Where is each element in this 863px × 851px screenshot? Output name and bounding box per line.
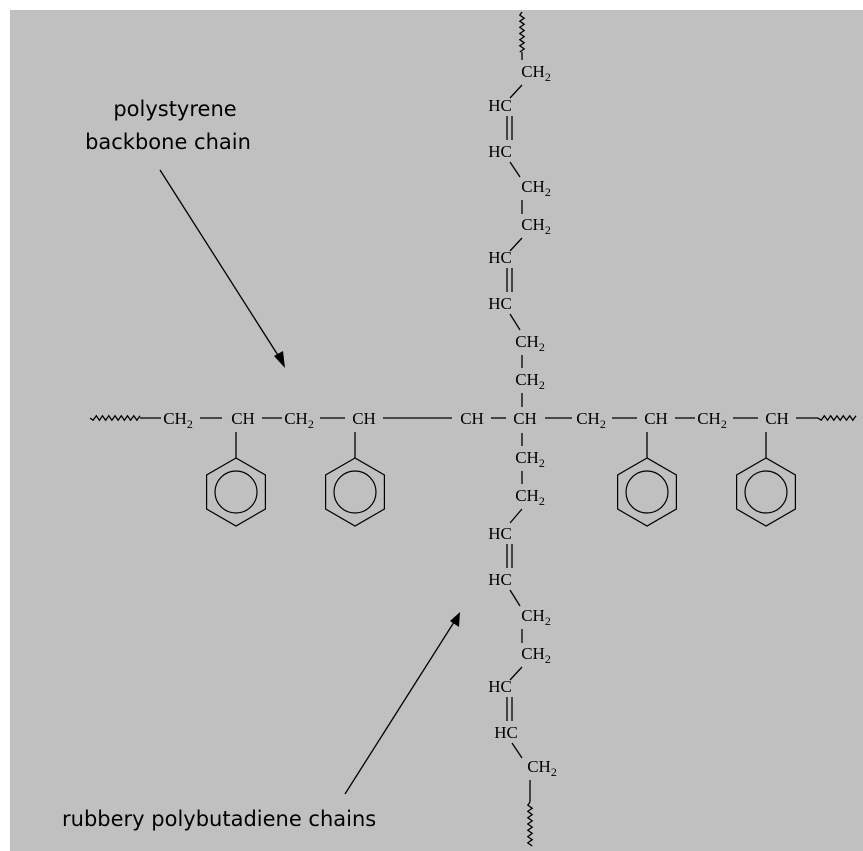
lower-ch2-5: CH2 [527, 757, 557, 779]
backbone-arrow [159, 169, 285, 368]
chain-bond [509, 508, 523, 524]
subscript-two: 2 [539, 456, 545, 470]
lower-ch2-4: CH2 [521, 644, 551, 666]
upper-ch2-1: CH2 [521, 62, 551, 84]
subscript-two: 2 [545, 223, 551, 237]
backbone-ch2-1: CH2 [163, 409, 193, 431]
chain-bond [509, 161, 521, 178]
backbone-label-line2: backbone chain [85, 130, 251, 154]
chain-bond [509, 589, 521, 607]
upper-ch2-4: CH2 [515, 332, 545, 354]
subscript-two: 2 [545, 70, 551, 84]
upper-hc-2: HC [488, 142, 512, 161]
chain-bond [509, 84, 523, 99]
subscript-two: 2 [545, 614, 551, 628]
rubber-chains-label: rubbery polybutadiene chains [62, 807, 376, 831]
upper-hc-1: HC [488, 96, 512, 115]
phenyl-ring-2 [325, 457, 385, 527]
lower-ch2-2: CH2 [515, 486, 545, 508]
backbone-ch-2: CH [352, 409, 376, 428]
backbone-ch2-3: CH2 [576, 409, 606, 431]
subscript-two: 2 [721, 417, 727, 431]
benzene-rings [206, 457, 797, 527]
subscript-two: 2 [600, 417, 606, 431]
lower-hc-2: HC [488, 570, 512, 589]
subscript-two: 2 [308, 417, 314, 431]
chain-bond [509, 237, 523, 252]
benzene-hexagon [735, 457, 797, 527]
chain-bond [509, 666, 523, 681]
upper-ch2-3: CH2 [521, 215, 551, 237]
rubber-arrow [344, 612, 460, 795]
aromatic-circle [625, 470, 669, 514]
lower-ch2-1: CH2 [515, 448, 545, 470]
subscript-two: 2 [539, 494, 545, 508]
upper-ch2-5: CH2 [515, 370, 545, 392]
phenyl-ring-4 [735, 457, 797, 527]
left-chain-end [89, 414, 141, 422]
backbone-ch-5: CH [765, 409, 789, 428]
subscript-two: 2 [539, 340, 545, 354]
aromatic-circle [214, 470, 258, 514]
benzene-hexagon [616, 457, 678, 527]
benzene-hexagon [325, 457, 385, 527]
top-chain-end [518, 11, 526, 53]
subscript-two: 2 [545, 652, 551, 666]
upper-hc-3: HC [488, 248, 512, 267]
upper-hc-4: HC [488, 294, 512, 313]
backbone-ch2-2: CH2 [284, 409, 314, 431]
backbone-ch2-4: CH2 [697, 409, 727, 431]
phenyl-ring-3 [616, 457, 678, 527]
subscript-two: 2 [551, 765, 557, 779]
aromatic-circle [744, 470, 788, 514]
right-chain-end [817, 414, 857, 422]
bond-lines [89, 11, 857, 847]
phenyl-ring-1 [206, 457, 266, 527]
lower-ch2-3: CH2 [521, 606, 551, 628]
benzene-hexagon [206, 457, 266, 527]
bottom-chain-end [526, 801, 534, 847]
backbone-ch-3: CH [460, 409, 484, 428]
chain-bond [511, 742, 523, 759]
subscript-two: 2 [187, 417, 193, 431]
lower-hc-1: HC [488, 524, 512, 543]
aromatic-circle [333, 470, 377, 514]
backbone-ch-4: CH [644, 409, 668, 428]
backbone-ch-1: CH [231, 409, 255, 428]
subscript-two: 2 [539, 378, 545, 392]
branch-point-ch: CH [513, 409, 537, 428]
lower-hc-4: HC [494, 723, 518, 742]
diagram-background [10, 10, 863, 851]
backbone-label-line1: polystyrene [113, 97, 236, 121]
upper-ch2-2: CH2 [521, 177, 551, 199]
chain-bond [509, 313, 521, 331]
lower-hc-3: HC [488, 677, 512, 696]
subscript-two: 2 [545, 185, 551, 199]
